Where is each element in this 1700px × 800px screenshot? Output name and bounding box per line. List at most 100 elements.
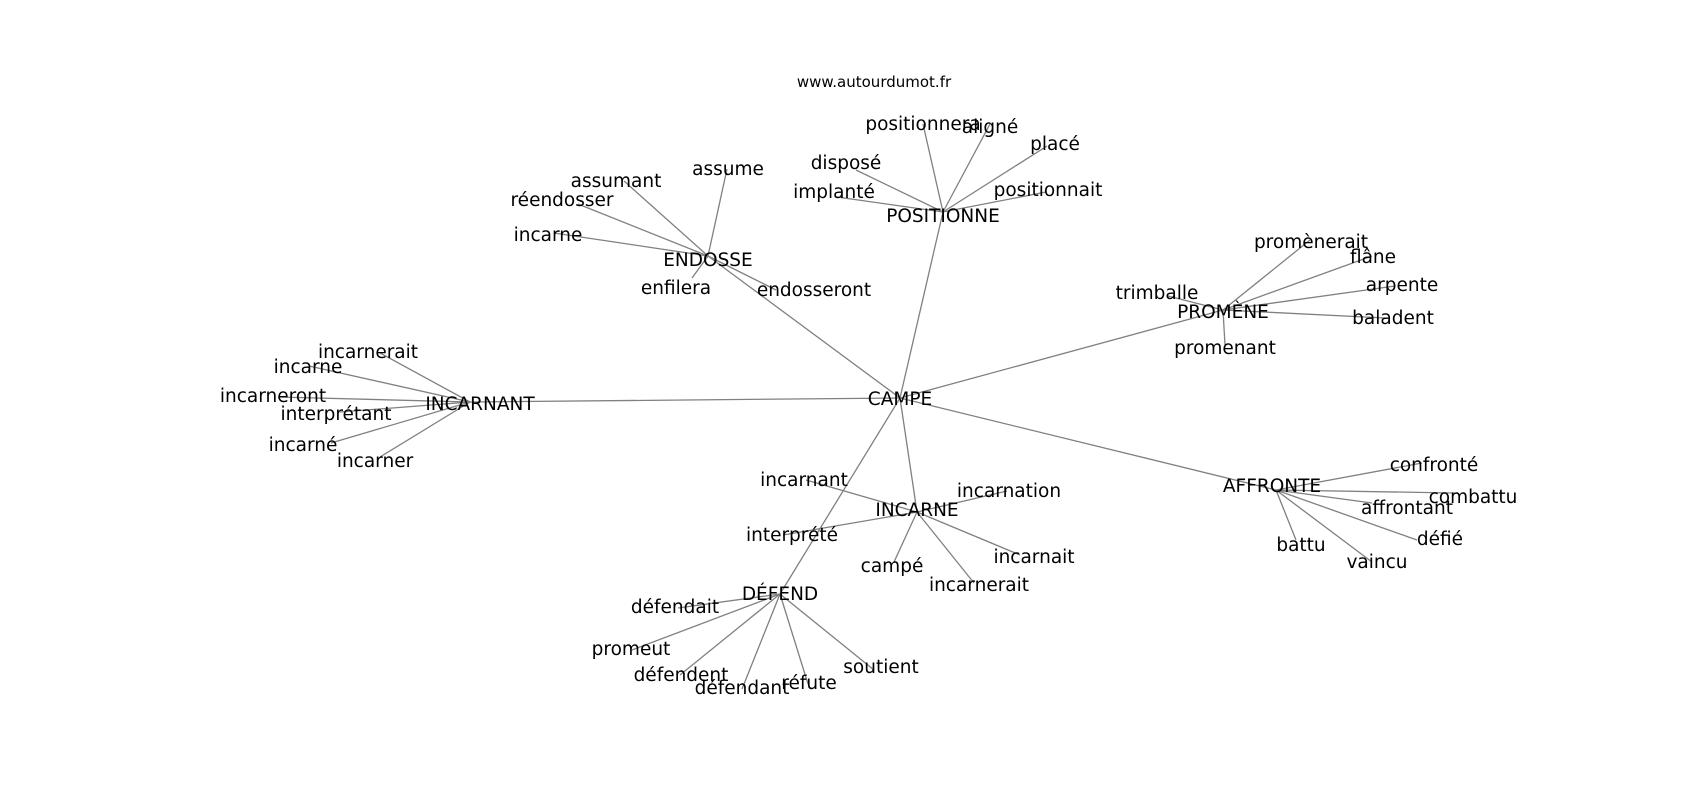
hub-node-defend: DÉFEND <box>742 583 818 605</box>
edge-positionne-place <box>942 145 1048 213</box>
edge-incarne-incarnant <box>805 479 918 513</box>
edge-center-incarne <box>899 397 918 513</box>
edge-defend-soutient <box>779 593 875 671</box>
word-node-promeut: promeut <box>592 639 671 660</box>
word-node-promenant: promenant <box>1174 338 1276 359</box>
word-node-flane: flâne <box>1350 247 1396 268</box>
edge-positionne-implante <box>836 196 944 213</box>
edge-endosse-enfilera <box>691 255 709 279</box>
word-node-positionnera: positionnera <box>865 114 980 135</box>
word-node-incarne: incarné <box>269 435 338 456</box>
word-node-interprete: interprété <box>746 525 838 546</box>
word-node-implante: implanté <box>793 182 875 203</box>
word-node-combattu: combattu <box>1429 487 1518 508</box>
word-node-trimballe: trimballe <box>1116 283 1199 304</box>
edge-incarnant-incarner <box>379 401 471 458</box>
edge-affronte-vaincu <box>1275 489 1373 563</box>
edge-positionne-positionnera <box>922 123 944 213</box>
edge-endosse-incarne <box>553 232 709 257</box>
edge-promene-promenant <box>1222 309 1226 346</box>
edge-affronte-affrontant <box>1275 489 1373 504</box>
edge-incarne-incarnait <box>916 511 1021 556</box>
word-node-interpretant: interprétant <box>281 404 392 425</box>
edge-incarne-campe <box>893 511 918 563</box>
word-node-affrontant: affrontant <box>1361 498 1453 519</box>
edge-incarnant-incarne <box>308 365 471 403</box>
edge-center-positionne <box>899 211 944 399</box>
hub-node-affronte: AFFRONTE <box>1223 476 1321 497</box>
edge-positionne-positionnait <box>942 191 1047 213</box>
word-node-battu: battu <box>1276 535 1325 556</box>
hub-node-incarnant: INCARNANT <box>425 394 535 415</box>
center-node: CAMPE <box>868 389 932 410</box>
edge-incarne-incarnation <box>916 490 1008 513</box>
word-node-defendant: défendant <box>695 678 790 699</box>
edge-defend-refute <box>779 593 809 685</box>
word-node-incarnait: incarnait <box>993 547 1074 568</box>
word-node-confronte: confronté <box>1390 455 1479 476</box>
edge-affronte-defie <box>1275 489 1418 541</box>
word-node-assumant: assumant <box>571 171 662 192</box>
word-node-incarner: incarner <box>337 451 414 472</box>
word-node-incarnerait: incarnerait <box>929 575 1029 596</box>
graph-edges <box>277 123 1456 690</box>
word-node-promenerait: promènerait <box>1254 232 1368 253</box>
word-node-incarnation: incarnation <box>957 481 1061 502</box>
edge-defend-defendant <box>741 593 781 690</box>
hub-node-endosse: ENDOSSE <box>663 250 753 271</box>
edge-center-affronte <box>899 397 1277 491</box>
edge-center-incarnant <box>469 397 901 403</box>
edge-incarnant-interpretant <box>339 401 471 413</box>
word-node-soutient: soutient <box>843 657 918 678</box>
edge-promene-flane <box>1222 255 1373 311</box>
edge-endosse-reendosser <box>577 203 709 257</box>
edge-positionne-dispose <box>855 169 944 213</box>
word-node-incarneront: incarneront <box>220 386 326 407</box>
word-node-campe: campé <box>861 556 924 577</box>
edge-defend-promeut <box>631 593 781 651</box>
edge-defend-defendait <box>677 593 781 609</box>
word-node-defendent: défendent <box>634 665 729 686</box>
word-node-incarnerait: incarnerait <box>318 342 418 363</box>
word-node-dispose: disposé <box>811 153 882 174</box>
word-node-aligne: aligné <box>962 117 1018 138</box>
edge-positionne-aligne <box>942 123 991 213</box>
word-node-defie: défié <box>1417 529 1463 550</box>
word-node-incarnant: incarnant <box>760 470 848 491</box>
edge-endosse-assume <box>707 168 728 257</box>
edge-endosse-assumant <box>623 180 709 257</box>
edge-center-endosse <box>707 255 901 399</box>
edge-incarnant-incarnerait <box>379 352 471 403</box>
word-node-incarne: incarne <box>514 225 583 246</box>
edge-affronte-confronte <box>1275 462 1423 491</box>
word-node-place: placé <box>1030 134 1080 155</box>
hub-node-incarne: INCARNE <box>875 500 958 521</box>
edge-promene-promenerait <box>1222 239 1311 311</box>
word-node-reendosser: réendosser <box>510 190 613 211</box>
edge-affronte-combattu <box>1275 489 1456 494</box>
edge-affronte-battu <box>1275 489 1297 541</box>
edge-center-defend <box>779 397 901 595</box>
word-node-arpente: arpente <box>1366 275 1438 296</box>
word-node-enfilera: enfilera <box>641 278 711 299</box>
word-node-incarne: incarne <box>274 357 343 378</box>
edge-incarnant-incarneront <box>277 396 471 403</box>
edge-incarne-incarnerait <box>916 511 975 584</box>
source-watermark: www.autourdumot.fr <box>797 73 952 91</box>
edge-defend-defendent <box>679 593 781 676</box>
word-node-defendait: défendait <box>631 597 719 618</box>
edge-incarnant-incarne <box>330 401 471 444</box>
edge-center-promene <box>899 309 1224 399</box>
edge-incarne-interprete <box>782 511 918 536</box>
hub-node-positionne: POSITIONNE <box>886 206 1000 227</box>
edge-promene-trimballe <box>1167 295 1224 311</box>
word-node-refute: réfute <box>781 673 836 694</box>
word-node-endosseront: endosseront <box>757 280 871 301</box>
edge-promene-baladent <box>1222 309 1386 319</box>
word-node-assume: assume <box>692 159 764 180</box>
word-node-vaincu: vaincu <box>1346 552 1407 573</box>
word-node-positionnait: positionnait <box>994 180 1103 201</box>
edge-promene-arpente <box>1222 285 1396 311</box>
